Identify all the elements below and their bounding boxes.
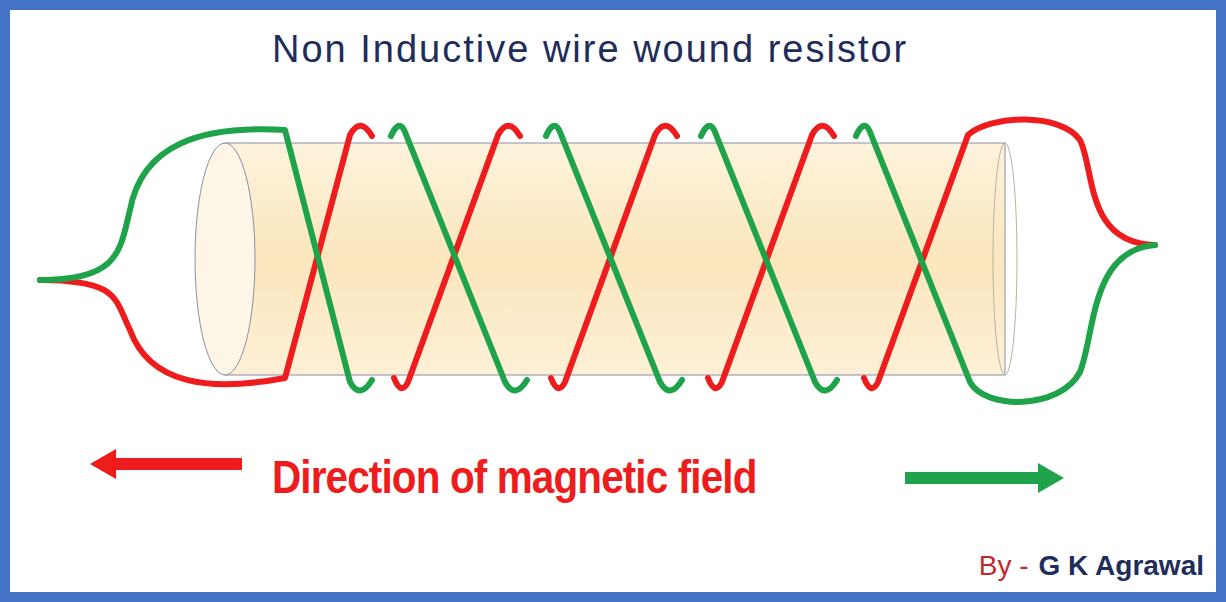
author-name: G K Agrawal (1039, 550, 1204, 582)
field-label-holder: Direction of magnetic field (272, 450, 823, 504)
winding-wire (40, 126, 1155, 402)
author-prefix-holder: By - (979, 550, 1029, 582)
bifilar-winding (40, 119, 1155, 401)
diagram-title: Non Inductive wire wound resistor (272, 28, 908, 71)
diagram-title-holder: Non Inductive wire wound resistor (272, 28, 908, 71)
author-name-holder: G K Agrawal (1039, 550, 1204, 582)
author-prefix: By - (979, 550, 1029, 582)
field-label: Direction of magnetic field (272, 450, 757, 504)
winding-wire (40, 119, 1155, 388)
